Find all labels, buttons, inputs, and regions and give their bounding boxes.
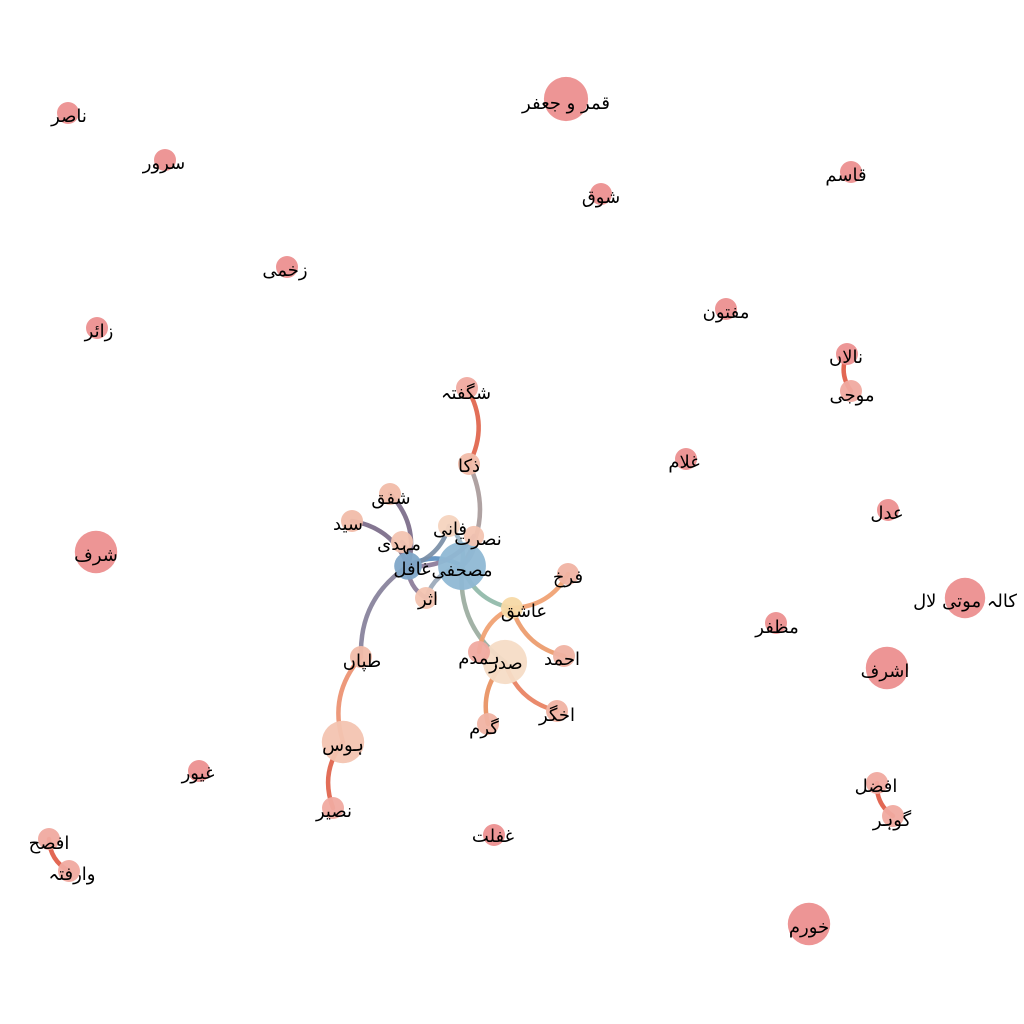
node-ashraf — [865, 646, 909, 690]
node-label-afsah: افصح — [29, 833, 70, 854]
nodes-layer — [38, 76, 986, 946]
node-label-shagufta: شگفتہ — [441, 382, 491, 404]
node-label-bahamdam: ہمدم — [458, 648, 500, 669]
node-label-nalan: نالاں — [829, 347, 863, 368]
node-label-fani: فانی — [433, 519, 467, 540]
node-muzaffar — [765, 612, 787, 634]
node-label-farkh: فرخ — [553, 567, 583, 588]
node-label-nusrat: نصرت — [454, 529, 502, 550]
node-qamar — [543, 76, 589, 122]
node-label-garm: گرم — [469, 717, 499, 739]
node-ahmad — [553, 645, 575, 667]
node-label-sharaf: شرف — [74, 545, 118, 566]
node-label-afzal: افضل — [855, 776, 898, 797]
node-label-muzaffar: مظفر — [754, 617, 798, 638]
node-sadr — [482, 639, 528, 685]
node-label-kale: کالہ موتی لال — [913, 591, 1017, 612]
node-label-khurram: خورم — [789, 917, 829, 938]
node-garm — [477, 713, 499, 735]
node-label-shafaq: شفق — [371, 488, 410, 509]
node-hawas — [321, 720, 365, 764]
node-label-suroor: سرور — [142, 153, 185, 174]
node-label-sayyid: سید — [333, 514, 363, 535]
node-ashiq — [501, 597, 523, 619]
node-mauji — [840, 380, 862, 402]
node-label-warafta: وارفتہ — [49, 864, 96, 885]
node-label-ahmad: احمد — [544, 649, 580, 670]
node-label-sadr: صدر — [488, 653, 522, 674]
node-tapan — [350, 646, 372, 668]
node-afsah — [38, 828, 60, 850]
node-label-naseer: نصیر — [315, 801, 352, 822]
node-label-hawas: ہوس — [322, 735, 364, 756]
node-label-mushafi: مصحفی — [432, 560, 493, 581]
node-qasim — [840, 161, 862, 183]
node-warafta — [58, 860, 80, 882]
node-sayyid — [341, 510, 363, 532]
node-label-asar: اثر — [417, 589, 438, 610]
edges-layer — [46, 351, 896, 874]
node-adl — [877, 499, 899, 521]
node-label-ashraf: اشرف — [861, 661, 910, 682]
node-zair — [86, 317, 108, 339]
node-label-ghaflat: غفلت — [472, 826, 514, 847]
node-naseer — [322, 797, 344, 819]
node-label-zair: زائر — [84, 321, 114, 342]
node-khurram — [787, 902, 831, 946]
node-zaka — [458, 453, 480, 475]
node-label-mahdi: مہدی — [377, 534, 421, 555]
node-label-ghafil: غافل — [393, 559, 430, 580]
node-kale — [944, 577, 986, 619]
node-sharaf — [74, 530, 118, 574]
node-shagufta — [456, 377, 478, 399]
node-akhgar — [546, 700, 568, 722]
node-fani — [438, 515, 460, 537]
node-ghayoor — [188, 760, 210, 782]
node-label-shauq: شوق — [582, 187, 620, 208]
node-label-nasir: ناصر — [50, 106, 87, 127]
node-ghafil — [394, 552, 422, 580]
node-label-ghulam: غلام — [668, 452, 699, 473]
node-nasir — [57, 102, 79, 124]
node-label-akhgar: اخگر — [538, 704, 575, 726]
node-mahdi — [391, 531, 413, 553]
node-zakhmi — [276, 256, 298, 278]
node-label-qamar: قمر و جعفر — [521, 93, 610, 114]
node-shafaq — [379, 483, 401, 505]
node-maftoon — [715, 298, 737, 320]
node-suroor — [154, 149, 176, 171]
node-gauhar — [882, 805, 904, 827]
node-nusrat — [463, 525, 485, 547]
node-label-zakhmi: زخمی — [262, 260, 307, 281]
node-label-mauji: موجی — [829, 385, 874, 406]
node-label-ghayoor: غیور — [181, 763, 215, 784]
node-label-gauhar: گوہر — [872, 809, 912, 831]
node-label-qasim: قاسم — [825, 165, 866, 186]
node-ghaflat — [483, 824, 505, 846]
node-label-zaka: ذکا — [458, 456, 480, 477]
node-ghulam — [675, 448, 697, 470]
node-nalan — [836, 343, 858, 365]
node-bahamdam — [468, 641, 490, 663]
node-label-adl: عدل — [870, 503, 903, 524]
node-label-maftoon: مفتون — [703, 302, 750, 323]
node-farkh — [557, 563, 579, 585]
node-label-tapan: طپاں — [343, 651, 381, 672]
node-shauq — [590, 183, 612, 205]
node-mushafi — [438, 542, 486, 590]
node-asar — [415, 587, 437, 609]
node-afzal — [866, 772, 888, 794]
node-label-ashiq: عاشق — [501, 601, 547, 622]
